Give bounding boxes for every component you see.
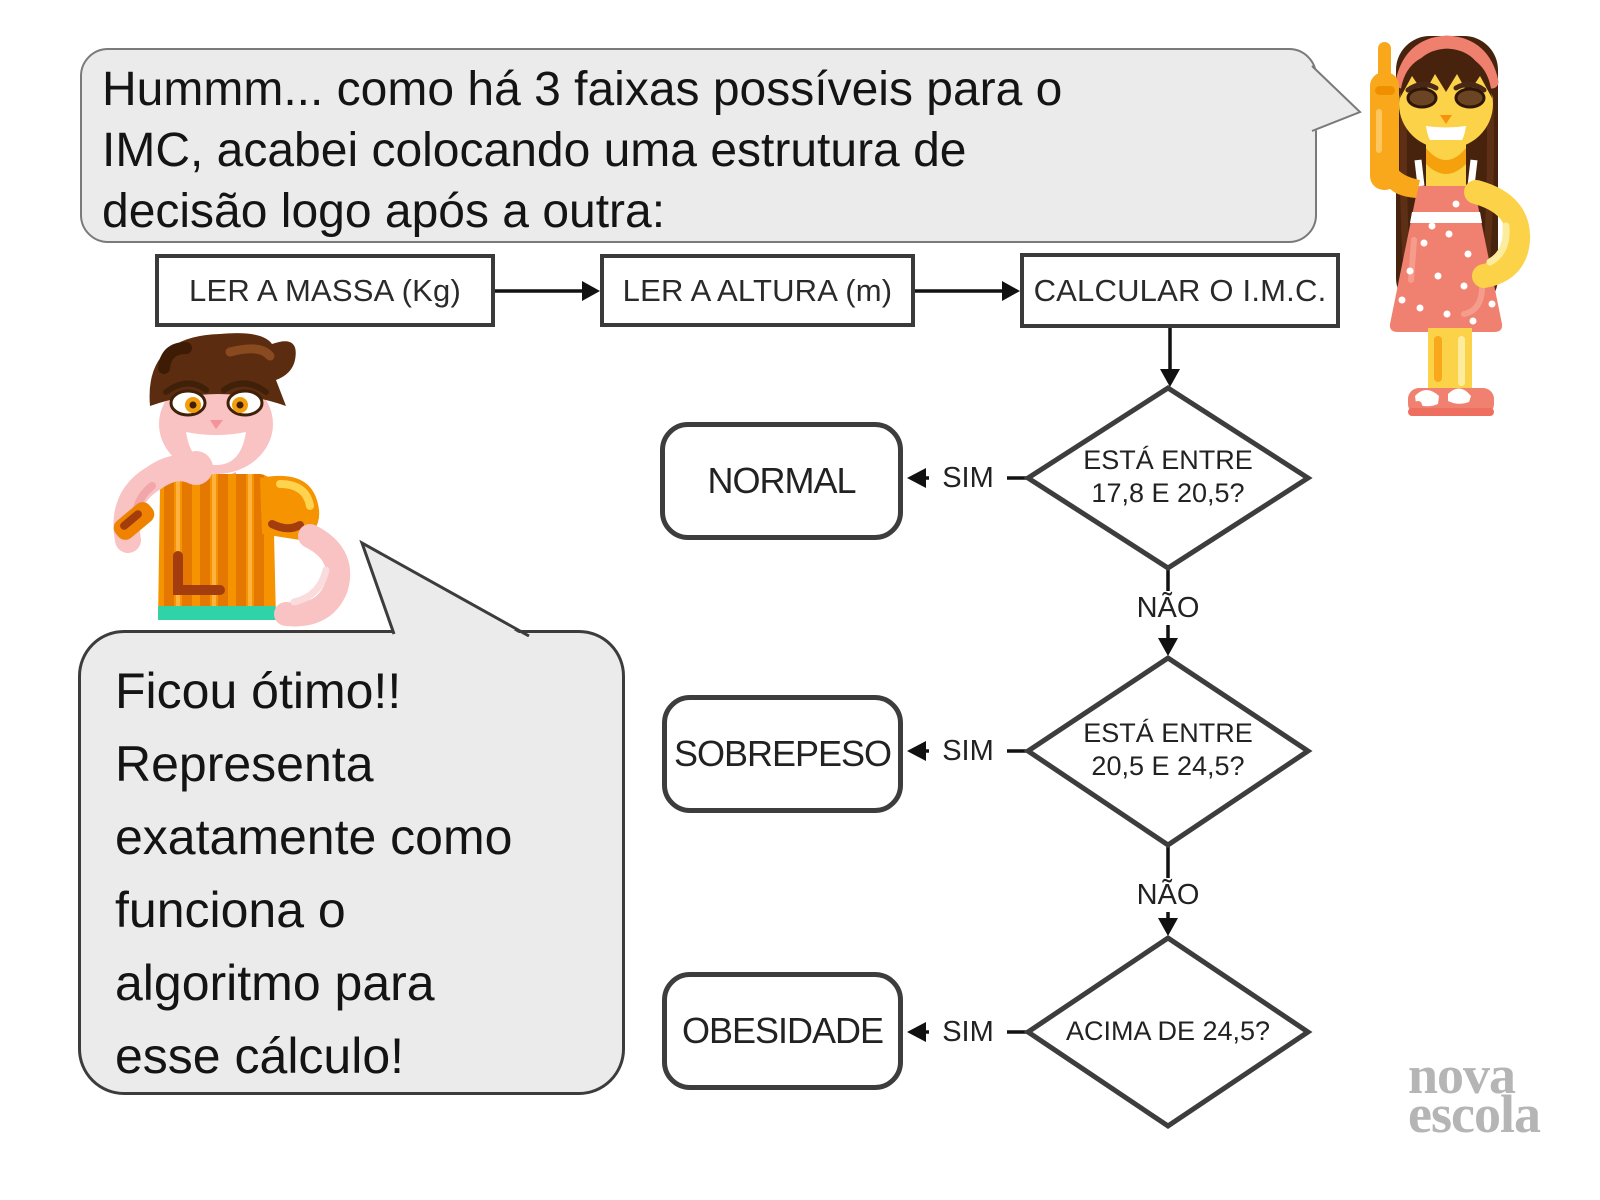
- process-box-read-mass: LER A MASSA (Kg): [155, 254, 495, 327]
- no-label-2: NÃO: [1130, 878, 1206, 912]
- girl-character-illustration: [1370, 35, 1531, 416]
- process-label: CALCULAR O I.M.C.: [1033, 272, 1327, 308]
- boy-speech-line: exatamente como: [115, 809, 513, 865]
- arrowhead: [907, 741, 926, 761]
- no-label-1: NÃO: [1130, 591, 1206, 625]
- process-label: LER A MASSA (Kg): [189, 272, 461, 308]
- girl-speech-line: Hummm... como há 3 faixas possíveis para…: [102, 63, 1063, 116]
- result-box-overweight: SOBREPESO: [662, 695, 903, 813]
- girl-shoes: [1408, 388, 1494, 416]
- girl-headband: [1395, 35, 1499, 89]
- logo-line-2: escola: [1408, 1084, 1541, 1144]
- boy-speech-line: Representa: [115, 736, 374, 792]
- boy-speech-line: esse cálculo!: [115, 1028, 405, 1084]
- decision-text-2: ESTÁ ENTRE 20,5 E 24,5?: [1083, 718, 1253, 781]
- logo-line-1: nova: [1408, 1045, 1516, 1105]
- process-box-read-height: LER A ALTURA (m): [600, 254, 915, 327]
- arrowhead: [907, 1022, 926, 1042]
- result-box-obesity: OBESIDADE: [662, 972, 903, 1090]
- process-label: LER A ALTURA (m): [622, 272, 893, 308]
- result-box-normal: NORMAL: [660, 422, 903, 540]
- girl-speech-line: IMC, acabei colocando uma estrutura de: [102, 124, 967, 177]
- girl-speech-line: decisão logo após a outra:: [102, 185, 666, 238]
- boy-waistband: [158, 606, 276, 620]
- boy-speech-line: Ficou ótimo!!: [115, 663, 402, 719]
- decision-diamond-2: [1023, 654, 1313, 849]
- arrowhead: [1160, 369, 1180, 387]
- arrowhead: [907, 468, 926, 488]
- boy-speech-line: funciona o: [115, 882, 346, 938]
- boy-chin-arm: [113, 451, 213, 553]
- boy-character-illustration: [113, 333, 351, 627]
- girl-eye-left: [1406, 87, 1438, 109]
- girl-nose: [1440, 115, 1452, 124]
- boy-speech-line: algoritmo para: [115, 955, 435, 1011]
- girl-hip-arm: [1464, 180, 1531, 288]
- girl-raised-arm: [1370, 42, 1420, 198]
- arrowhead: [1158, 918, 1178, 936]
- girl-eye-right: [1454, 87, 1486, 109]
- girl-speech-bubble: Hummm... como há 3 faixas possíveis para…: [80, 48, 1317, 243]
- decision-text-3: ACIMA DE 24,5?: [1065, 1016, 1271, 1046]
- arrowhead: [582, 281, 600, 301]
- arrowhead: [1158, 638, 1178, 656]
- girl-bubble-tail: [1310, 64, 1360, 133]
- decision-text-1: ESTÁ ENTRE 17,8 E 20,5?: [1083, 445, 1253, 508]
- yes-label-2: SIM: [929, 734, 1007, 768]
- yes-label-3: SIM: [929, 1015, 1007, 1049]
- boy-speech-bubble: Ficou ótimo!! Representa exatamente como…: [78, 630, 625, 1095]
- arrowhead: [1002, 281, 1020, 301]
- decision-diamond-1: [1023, 385, 1313, 571]
- decision-diamond-3: [1023, 934, 1313, 1130]
- nova-escola-logo: nova escola: [1408, 1045, 1541, 1144]
- boy-hip-arm: [260, 475, 351, 627]
- process-box-calculate-bmi: CALCULAR O I.M.C.: [1020, 253, 1340, 328]
- boy-nose: [210, 420, 223, 429]
- yes-label-1: SIM: [929, 461, 1007, 495]
